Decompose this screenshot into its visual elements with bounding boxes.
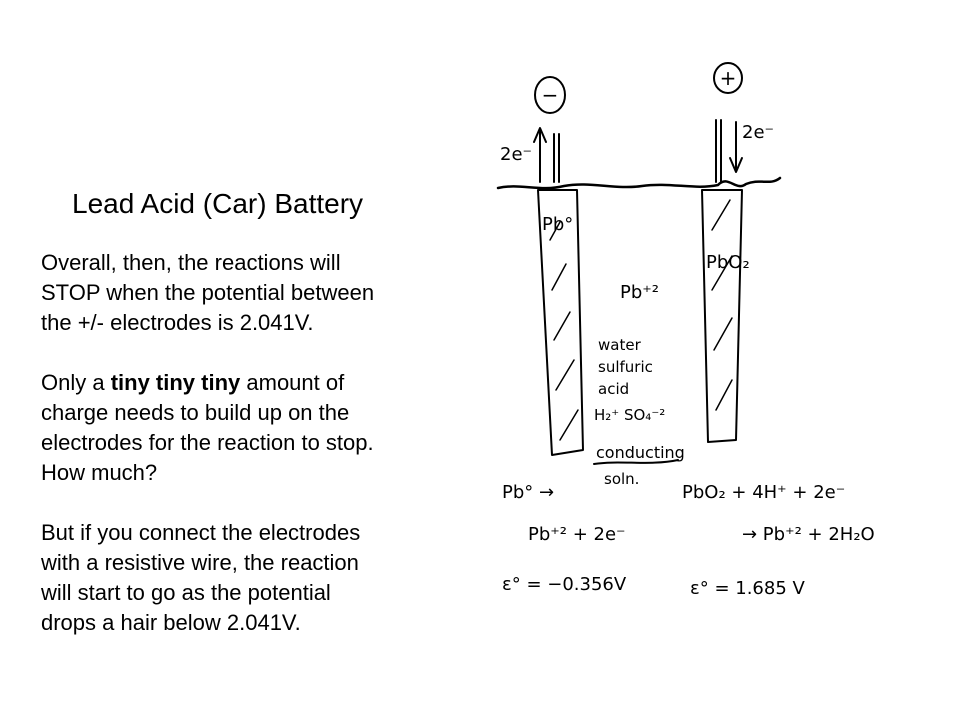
- text-line: Overall, then, the reactions will: [41, 250, 341, 275]
- right-electrode: PbO₂: [701, 189, 750, 443]
- solution-description: water sulfuric acid H₂⁺ SO₄⁻²: [594, 336, 665, 424]
- text-line: the +/- electrodes is 2.041V.: [41, 310, 314, 335]
- paragraph-tiny-charge: Only a tiny tiny tiny amount of charge n…: [41, 368, 461, 488]
- paragraph-resistive-wire: But if you connect the electrodes with a…: [41, 518, 461, 638]
- left-reaction-reactant: Pb° →: [502, 482, 554, 503]
- paragraph-stop-condition: Overall, then, the reactions will STOP w…: [41, 248, 461, 338]
- negative-terminal-circle: [534, 76, 566, 114]
- underline-mark: [593, 459, 679, 465]
- emphasis-text: tiny tiny tiny: [110, 370, 241, 395]
- right-reaction-reactants: PbO₂ + 4H⁺ + 2e⁻: [682, 482, 845, 503]
- text-segment: amount of: [240, 370, 345, 395]
- text-line: charge needs to build up on the: [41, 400, 350, 425]
- left-potential: ε° = −0.356V: [502, 574, 627, 595]
- left-electron-label: 2e⁻: [500, 144, 532, 165]
- arrow-head-icon: [729, 157, 743, 173]
- right-electrode-label: PbO₂: [706, 252, 750, 273]
- hatch-mark: [711, 255, 733, 291]
- solution-abbrev-label: soln.: [604, 470, 639, 488]
- solution-line: acid: [598, 380, 629, 398]
- hatch-mark: [713, 317, 733, 351]
- left-electrode: Pb°: [537, 189, 584, 456]
- slide-body: Overall, then, the reactions will STOP w…: [41, 248, 461, 638]
- text-line: electrodes for the reaction to stop.: [41, 430, 374, 455]
- right-electron-label: 2e⁻: [742, 122, 774, 143]
- ion-label: Pb⁺²: [620, 282, 659, 303]
- left-reaction-product: Pb⁺² + 2e⁻: [528, 524, 626, 545]
- positive-terminal-circle: [713, 62, 743, 94]
- text-line: STOP when the potential between: [41, 280, 375, 305]
- minus-sign: −: [542, 83, 559, 107]
- battery-sketch-drawing: − + 2e⁻ 2e⁻: [496, 62, 875, 599]
- text-line: But if you connect the electrodes: [41, 520, 361, 545]
- text-line: with a resistive wire, the reaction: [41, 550, 359, 575]
- solution-line: H₂⁺ SO₄⁻²: [594, 406, 665, 424]
- hatch-mark: [555, 359, 575, 391]
- hatch-mark: [711, 199, 731, 231]
- solution-line: sulfuric: [598, 358, 653, 376]
- text-line: drops a hair below 2.041V.: [41, 610, 301, 635]
- right-potential: ε° = 1.685 V: [690, 578, 806, 599]
- text-line: will start to go as the potential: [41, 580, 331, 605]
- hatch-mark: [553, 311, 571, 341]
- hatch-mark: [551, 263, 567, 291]
- slide-title: Lead Acid (Car) Battery: [72, 188, 364, 219]
- battery-sketch: − + 2e⁻ 2e⁻: [480, 50, 940, 620]
- conducting-label: conducting: [596, 443, 685, 462]
- plus-sign: +: [720, 66, 737, 90]
- left-electron-flow: 2e⁻: [500, 127, 560, 183]
- text-line: Only a tiny tiny tiny amount of: [41, 368, 461, 398]
- negative-terminal: −: [534, 76, 566, 114]
- lead-electrode-plate: [537, 189, 584, 456]
- text-line: How much?: [41, 460, 158, 485]
- right-reaction-products: → Pb⁺² + 2H₂O: [742, 524, 875, 545]
- lead-dioxide-electrode-plate: [701, 189, 743, 443]
- hatch-mark: [559, 409, 579, 441]
- solution-line: water: [598, 336, 642, 354]
- liquid-surface-line: [496, 176, 782, 190]
- right-electron-flow: 2e⁻: [715, 119, 774, 183]
- positive-terminal: +: [713, 62, 743, 94]
- text-segment: Only a: [41, 370, 111, 395]
- hatch-mark: [549, 221, 561, 241]
- arrow-head-icon: [533, 127, 547, 143]
- hatch-mark: [715, 379, 733, 411]
- left-electrode-label: Pb°: [542, 214, 573, 235]
